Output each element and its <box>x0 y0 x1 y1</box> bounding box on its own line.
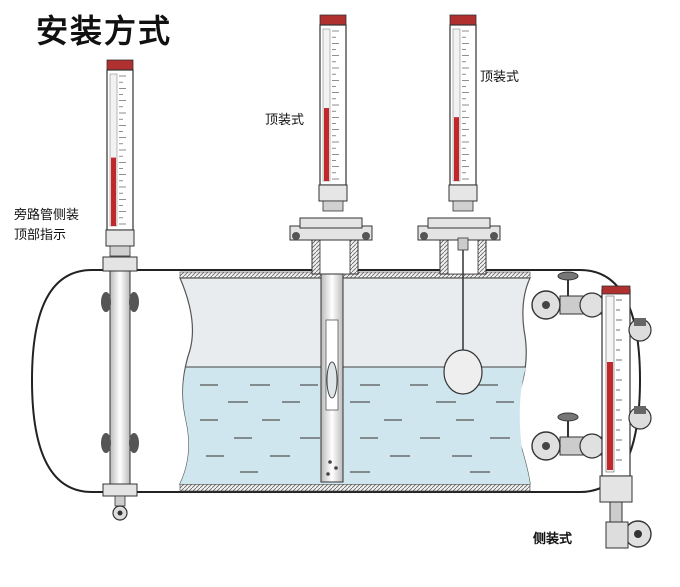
top-gauge-right <box>448 14 478 212</box>
label-bypass-line1: 旁路管侧装 <box>14 208 80 223</box>
top-gauge-left <box>318 14 348 212</box>
liquid-ripples <box>200 384 514 473</box>
top-mount-float <box>443 237 483 395</box>
label-top-mount-2: 顶装式 <box>480 70 520 85</box>
tank-liquid <box>180 367 530 484</box>
side-mount-valves <box>531 271 607 461</box>
bypass-pipe <box>101 256 139 521</box>
label-top-mount-1: 顶装式 <box>265 113 305 128</box>
top-mount-guide-pipe <box>320 273 344 483</box>
bypass-gauge <box>105 59 135 257</box>
label-bypass-line2: 顶部指示 <box>14 228 67 243</box>
label-bypass-side-mount: 旁路管侧装 顶部指示 <box>14 206 79 246</box>
diagram-title: 安装方式 <box>36 12 173 50</box>
top-nozzle-left <box>289 217 373 275</box>
side-mount-gauge <box>599 285 652 549</box>
label-side-mount: 侧装式 <box>533 532 573 547</box>
